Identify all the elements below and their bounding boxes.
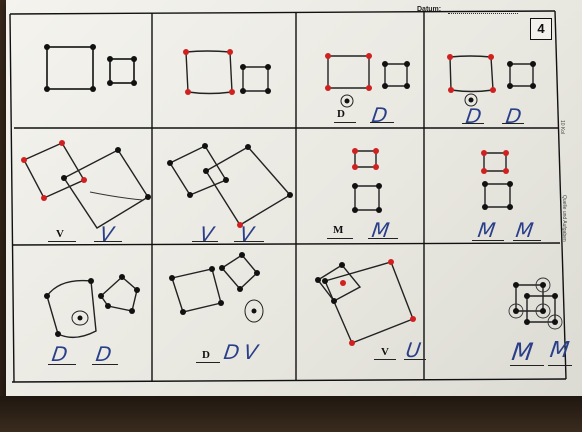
cell-3-2-answer-1: D xyxy=(222,340,242,364)
cell-3-4-underline-2 xyxy=(548,365,572,366)
cell-3-2-underline xyxy=(196,362,220,363)
cell-2-1-underline-1 xyxy=(48,241,76,242)
cell-1-3-figure xyxy=(325,53,410,107)
cell-3-3-label: V xyxy=(381,346,389,358)
cell-3-3-underline-1 xyxy=(374,359,396,360)
cell-3-2-figure xyxy=(169,252,263,322)
cell-3-4-figure xyxy=(509,278,562,329)
cell-3-3-figure xyxy=(315,259,416,346)
cell-3-1-answer-2: D xyxy=(94,342,114,366)
cell-3-1-figure xyxy=(44,274,140,337)
cell-1-2-figure xyxy=(183,49,271,95)
cell-1-4-figure xyxy=(447,54,536,106)
cell-2-3-underline-1 xyxy=(327,238,353,239)
cell-2-4-answer-2: M xyxy=(514,218,536,242)
cell-2-1-figure xyxy=(21,140,151,228)
cell-2-4-figure xyxy=(481,150,513,210)
cell-2-1-answer: V xyxy=(98,222,116,246)
cell-2-3-label: M xyxy=(333,224,343,236)
cell-2-1-label: V xyxy=(56,228,64,240)
cell-2-2-answer-2: V xyxy=(238,222,256,246)
cell-1-3-answer: D xyxy=(370,103,390,127)
table-surface xyxy=(0,396,582,432)
cell-1-4-answer-2: D xyxy=(504,104,524,128)
cell-2-4-answer-1: M xyxy=(476,218,498,242)
cell-2-2-answer-1: V xyxy=(198,222,216,246)
cell-2-3-figure xyxy=(352,148,382,213)
cell-1-3-underline-1 xyxy=(334,122,356,123)
cell-3-2-label: D xyxy=(202,349,210,361)
cell-2-2-figure xyxy=(167,143,293,228)
cell-2-3-answer: M xyxy=(370,218,392,242)
cell-1-1-figure xyxy=(44,44,137,92)
cell-1-4-answer-1: D xyxy=(464,104,484,128)
cell-3-4-answer-1: M xyxy=(510,338,536,366)
cell-3-2-answer-2: V xyxy=(242,340,260,364)
cell-1-3-label: D xyxy=(337,108,345,120)
cell-3-1-answer-1: D xyxy=(50,342,70,366)
cell-3-4-answer-2: M xyxy=(548,338,571,363)
